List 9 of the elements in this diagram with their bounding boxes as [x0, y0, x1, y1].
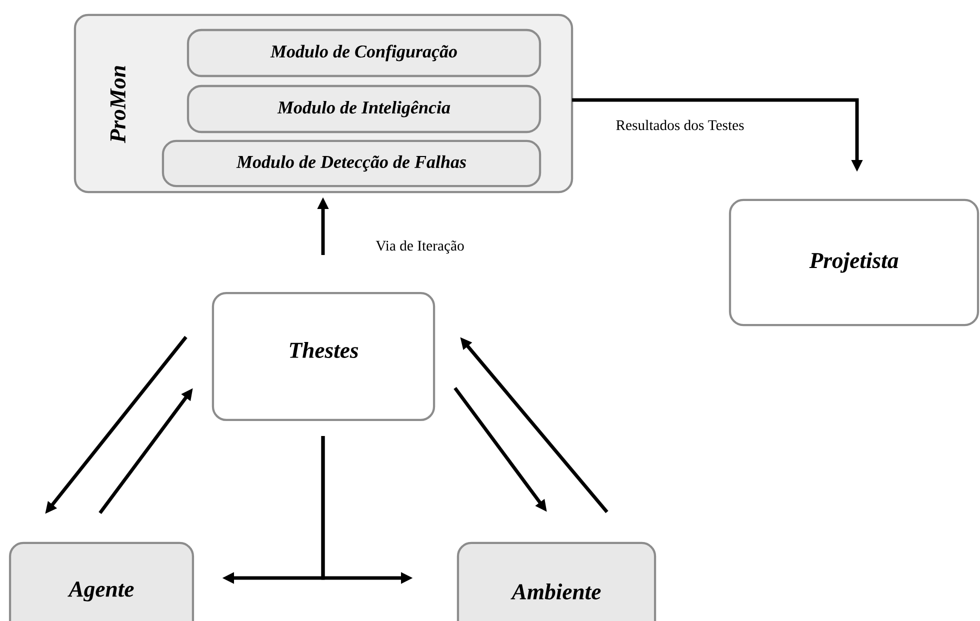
edge-label: Via de Iteração — [374, 239, 466, 255]
actor-box: Projetista — [728, 198, 980, 326]
entity-box: Ambiente — [456, 542, 656, 621]
edge-label: Resultados dos Testes — [614, 118, 746, 132]
module-box: Modulo de Detecção de Falhas — [162, 140, 542, 188]
actor-box: Thestes — [212, 292, 436, 422]
module-box: Modulo de Inteligência — [186, 84, 542, 134]
module-box: Modulo de Configuração — [186, 28, 542, 78]
entity-box: Agente — [8, 542, 194, 621]
